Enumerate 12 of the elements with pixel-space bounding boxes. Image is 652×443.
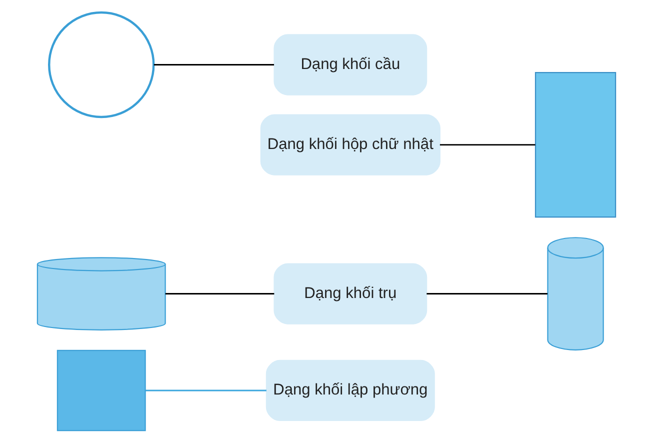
node-box: Dạng khối lập phương bbox=[265, 360, 434, 422]
node-box: Dạng khối hộp chữ nhật bbox=[260, 114, 440, 176]
node-box: Dạng khối cầu bbox=[273, 34, 427, 96]
node-box: Dạng khối trụ bbox=[273, 263, 427, 324]
node-circle bbox=[48, 11, 154, 118]
connector bbox=[164, 293, 274, 294]
connector bbox=[426, 293, 547, 294]
node-box bbox=[56, 350, 146, 432]
connector bbox=[439, 144, 535, 146]
connector bbox=[153, 64, 274, 66]
node-box bbox=[534, 72, 616, 218]
connector bbox=[144, 390, 266, 392]
